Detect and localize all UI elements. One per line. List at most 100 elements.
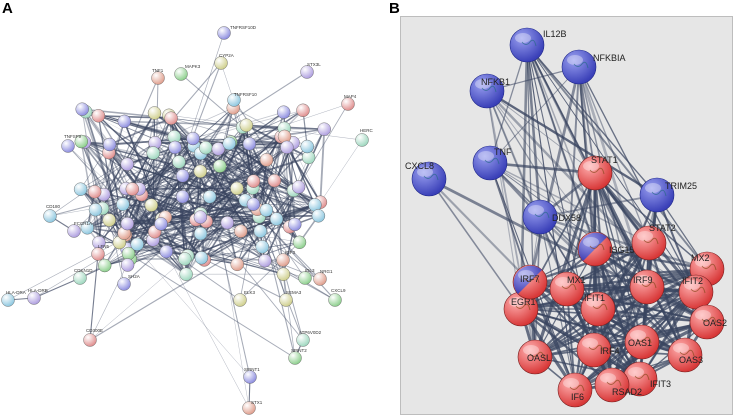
protein-node[interactable] bbox=[176, 190, 189, 203]
protein-node-tnfrsf10d[interactable]: TNFRSF10D bbox=[218, 25, 257, 40]
protein-node-tnfrsf10[interactable]: TNFRSF10 bbox=[228, 92, 258, 107]
node-oas3[interactable]: OAS3 bbox=[668, 338, 703, 372]
node-if6[interactable]: IF6 bbox=[558, 373, 592, 407]
protein-node[interactable] bbox=[76, 103, 89, 116]
node-nfkbia[interactable]: NFKBIA bbox=[562, 50, 626, 84]
protein-node[interactable] bbox=[121, 217, 134, 230]
protein-node[interactable] bbox=[145, 199, 158, 212]
protein-node[interactable] bbox=[121, 259, 134, 272]
protein-node[interactable] bbox=[147, 147, 160, 160]
protein-node[interactable] bbox=[180, 268, 193, 281]
protein-node[interactable] bbox=[121, 158, 134, 171]
node-cxcl8[interactable]: CXCL8 bbox=[405, 161, 446, 196]
protein-node-herc[interactable]: HERC bbox=[356, 128, 374, 147]
protein-node[interactable] bbox=[293, 236, 306, 249]
node-oas1[interactable]: OAS1 bbox=[625, 325, 659, 359]
protein-node[interactable] bbox=[223, 137, 236, 150]
protein-node[interactable] bbox=[260, 153, 273, 166]
node-ifit1[interactable]: IFIT1 bbox=[581, 292, 615, 326]
protein-node[interactable] bbox=[131, 238, 144, 251]
protein-node[interactable] bbox=[231, 258, 244, 271]
protein-node[interactable] bbox=[203, 190, 216, 203]
protein-node-cd180[interactable]: CD180 bbox=[44, 204, 61, 223]
protein-node[interactable] bbox=[98, 259, 111, 272]
protein-node[interactable] bbox=[277, 106, 290, 119]
protein-node-spint1[interactable]: SPINT1 bbox=[244, 367, 261, 384]
protein-node-cdkn1d[interactable]: CDKN1D bbox=[74, 268, 94, 285]
protein-node-cd300e[interactable]: CD300E bbox=[84, 328, 104, 347]
protein-node-stx1[interactable]: STX1 bbox=[243, 400, 263, 415]
node-ifit2[interactable]: IFIT2 bbox=[679, 275, 713, 309]
protein-node-cxcl9[interactable]: CXCL9 bbox=[329, 288, 347, 307]
protein-node-sema3[interactable]: SEMA3 bbox=[280, 290, 302, 307]
protein-node-hla-drb[interactable]: HLA-DRB bbox=[28, 288, 48, 305]
node-irf9[interactable]: IRF9 bbox=[630, 270, 664, 304]
protein-node[interactable] bbox=[297, 104, 310, 117]
protein-node-sh2a[interactable]: SH2A bbox=[118, 274, 140, 291]
protein-node[interactable] bbox=[165, 112, 178, 125]
protein-node[interactable] bbox=[234, 225, 247, 238]
protein-node-elk3[interactable]: ELK3 bbox=[234, 290, 256, 307]
protein-node[interactable] bbox=[169, 141, 182, 154]
protein-node[interactable] bbox=[260, 204, 273, 217]
protein-node[interactable] bbox=[194, 227, 207, 240]
protein-node[interactable] bbox=[103, 214, 116, 227]
protein-node[interactable] bbox=[247, 198, 260, 211]
protein-node[interactable] bbox=[268, 174, 281, 187]
protein-node[interactable] bbox=[89, 203, 102, 216]
node-trim25[interactable]: TRIM25 bbox=[640, 178, 697, 212]
protein-node[interactable] bbox=[178, 252, 191, 265]
protein-node[interactable] bbox=[301, 140, 314, 153]
protein-node-map4[interactable]: MAP4 bbox=[342, 94, 357, 111]
protein-node[interactable] bbox=[187, 132, 200, 145]
protein-node[interactable] bbox=[176, 169, 189, 182]
protein-node[interactable] bbox=[292, 181, 305, 194]
protein-node[interactable] bbox=[194, 211, 207, 224]
protein-node[interactable] bbox=[254, 225, 267, 238]
node-il12b[interactable]: IL12B bbox=[510, 28, 567, 62]
protein-node[interactable] bbox=[258, 254, 271, 267]
protein-node[interactable] bbox=[213, 160, 226, 173]
protein-node-atp6v0d2[interactable]: ATP6V0D2 bbox=[297, 330, 322, 347]
protein-node[interactable] bbox=[270, 213, 283, 226]
protein-node[interactable] bbox=[312, 209, 325, 222]
protein-node-spint2[interactable]: SPINT2 bbox=[289, 348, 308, 365]
protein-node[interactable] bbox=[240, 119, 253, 132]
protein-node-hla-dra[interactable]: HLA-DRA bbox=[2, 290, 26, 307]
node-stat1[interactable]: STAT1 bbox=[578, 155, 618, 190]
protein-node-nrg1[interactable]: NRG1 bbox=[314, 269, 333, 286]
protein-node[interactable] bbox=[256, 240, 269, 253]
protein-node[interactable] bbox=[288, 218, 301, 231]
protein-node[interactable] bbox=[74, 183, 87, 196]
protein-node-stx3l[interactable]: STX3L bbox=[301, 62, 322, 79]
protein-node[interactable] bbox=[221, 216, 234, 229]
protein-node[interactable] bbox=[278, 130, 291, 143]
protein-node[interactable] bbox=[247, 175, 260, 188]
protein-node[interactable] bbox=[88, 185, 101, 198]
protein-node[interactable] bbox=[172, 155, 185, 168]
protein-node-cyp2a[interactable]: CYP2A bbox=[215, 53, 234, 70]
protein-node[interactable] bbox=[155, 217, 168, 230]
protein-node-mapk3[interactable]: MAPK3 bbox=[175, 64, 201, 81]
protein-node[interactable] bbox=[199, 141, 212, 154]
protein-node[interactable] bbox=[160, 245, 173, 258]
protein-node[interactable] bbox=[148, 107, 161, 120]
protein-node[interactable] bbox=[116, 198, 129, 211]
node-irf7[interactable]: IRF7 bbox=[513, 265, 547, 299]
protein-node[interactable] bbox=[126, 183, 139, 196]
protein-node[interactable] bbox=[92, 109, 105, 122]
protein-node-tnf1[interactable]: TNF1 bbox=[152, 68, 165, 85]
protein-node[interactable] bbox=[103, 138, 116, 151]
protein-node[interactable] bbox=[277, 268, 290, 281]
node-oasl[interactable]: OASL bbox=[518, 340, 552, 374]
protein-node[interactable] bbox=[118, 115, 131, 128]
protein-node[interactable] bbox=[195, 251, 208, 264]
node-mx1[interactable]: MX1 bbox=[550, 272, 586, 306]
node-oas2[interactable]: OAS2 bbox=[690, 305, 727, 339]
protein-node[interactable] bbox=[280, 141, 293, 154]
node-nfkb1[interactable]: NFKB1 bbox=[470, 74, 510, 108]
protein-node[interactable] bbox=[318, 123, 331, 136]
protein-node[interactable] bbox=[243, 137, 256, 150]
protein-node[interactable] bbox=[194, 165, 207, 178]
protein-node[interactable] bbox=[230, 182, 243, 195]
